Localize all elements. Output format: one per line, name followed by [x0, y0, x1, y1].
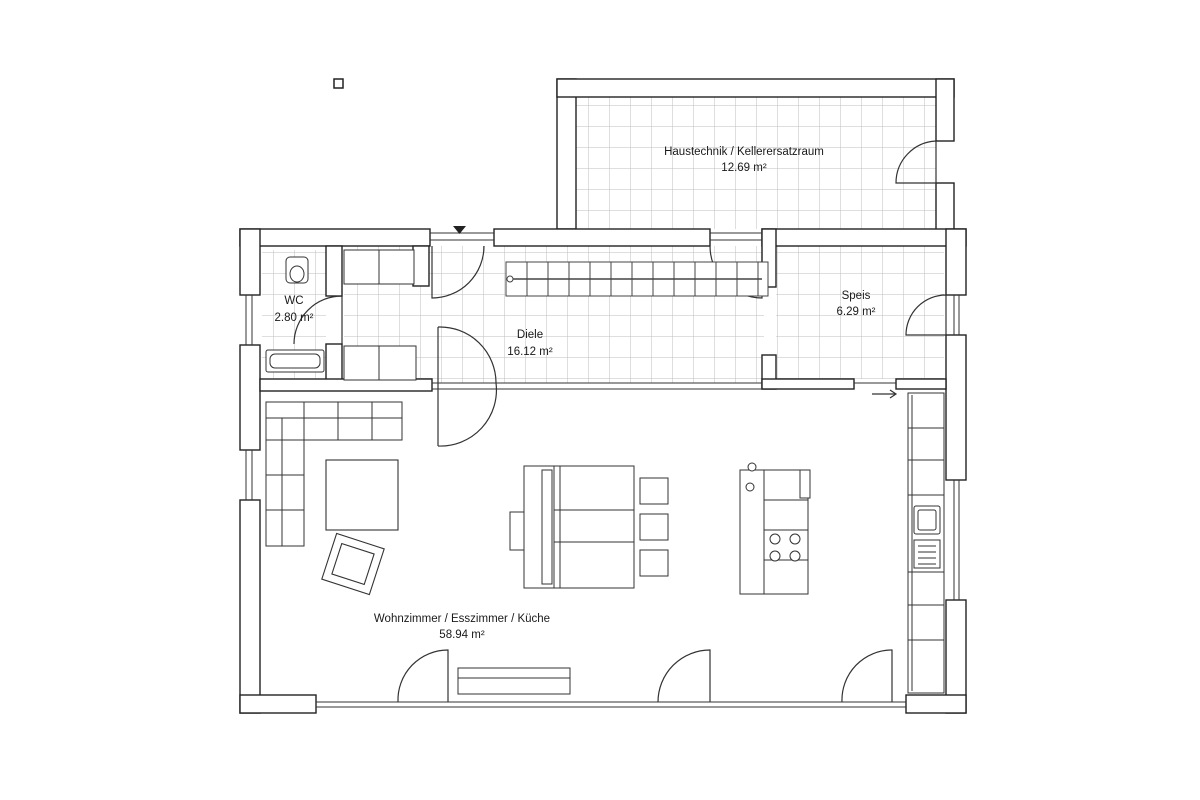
- tiles-haustechnik: [576, 97, 936, 229]
- room-name-wc: WC: [284, 295, 303, 307]
- staircase: [505, 261, 769, 297]
- wall-left-2: [239, 344, 261, 451]
- room-labels: Haustechnik / Kellerersatzraum 12.69 m² …: [275, 146, 876, 641]
- sideboard: [457, 667, 571, 695]
- room-area-haustechnik: 12.69 m²: [721, 162, 767, 174]
- wall-diele-stub: [412, 245, 430, 287]
- wall-left-1: [239, 228, 261, 296]
- tiles-speis: [776, 246, 944, 379]
- kitchen-island: [739, 462, 811, 595]
- marker-square: [333, 78, 344, 89]
- wall-top-left: [239, 228, 431, 247]
- wall-right-1: [945, 228, 967, 296]
- glass-partition: [432, 382, 896, 390]
- wall-bottom-right: [905, 694, 967, 714]
- doors: [293, 140, 947, 703]
- walls: [239, 78, 967, 714]
- wall-wc-right-low: [325, 343, 343, 384]
- wall-tech-right-lower: [935, 182, 955, 231]
- room-name-haustechnik: Haustechnik / Kellerersatzraum: [664, 146, 824, 158]
- sofa: [265, 401, 403, 547]
- wall-inner-left: [259, 378, 433, 392]
- wall-speis-bottom: [761, 378, 855, 390]
- wall-tech-left: [556, 78, 577, 230]
- wall-bottom-left: [239, 694, 317, 714]
- wall-speis-bottom-right: [895, 378, 947, 390]
- cooktop: [913, 539, 941, 569]
- room-name-diele: Diele: [517, 329, 543, 341]
- room-area-wohnzimmer: 58.94 m²: [439, 629, 485, 641]
- armchair: [321, 532, 385, 596]
- wall-top-right: [761, 228, 967, 247]
- coffee-table: [325, 459, 399, 531]
- wall-left-3: [239, 499, 261, 714]
- wall-tech-right-upper: [935, 78, 955, 142]
- wall-right-2: [945, 334, 967, 481]
- wall-top-mid: [493, 228, 711, 247]
- room-name-wohnzimmer: Wohnzimmer / Esszimmer / Küche: [374, 613, 550, 625]
- room-area-diele: 16.12 m²: [507, 346, 553, 358]
- room-name-speis: Speis: [842, 290, 871, 302]
- windows: [245, 232, 960, 708]
- wardrobe-bottom: [343, 345, 417, 381]
- wall-tech-top: [556, 78, 955, 98]
- wall-wc-right: [325, 245, 343, 297]
- kitchen-counter: [907, 392, 945, 694]
- diele-furniture: [343, 249, 417, 381]
- room-area-speis: 6.29 m²: [837, 306, 876, 318]
- wc-fixtures: [265, 256, 325, 373]
- room-area-wc: 2.80 m²: [275, 312, 314, 324]
- dining-table: [509, 465, 669, 589]
